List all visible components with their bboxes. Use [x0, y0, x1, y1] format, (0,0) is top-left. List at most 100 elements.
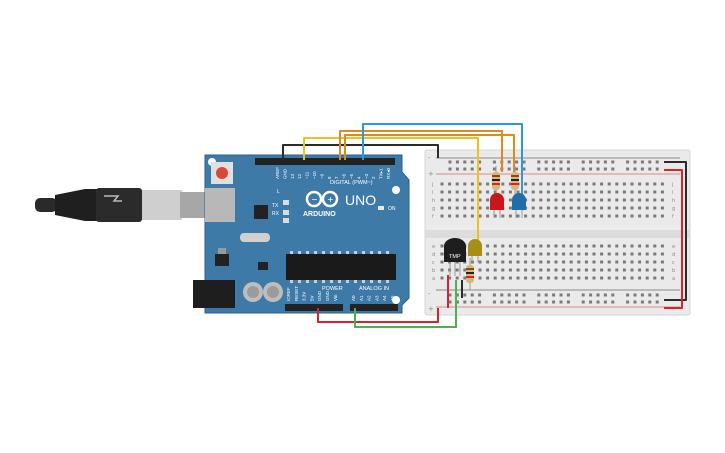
breadboard-hole[interactable]	[600, 276, 604, 280]
breadboard-hole[interactable]	[537, 300, 541, 304]
breadboard-hole[interactable]	[508, 276, 512, 280]
breadboard-hole[interactable]	[562, 190, 566, 194]
breadboard-hole[interactable]	[626, 300, 630, 304]
breadboard-hole[interactable]	[463, 276, 467, 280]
breadboard-hole[interactable]	[440, 252, 444, 256]
breadboard-hole[interactable]	[584, 182, 588, 186]
power-jack[interactable]	[193, 280, 235, 308]
breadboard-hole[interactable]	[486, 276, 490, 280]
breadboard-hole[interactable]	[515, 167, 519, 171]
breadboard-hole[interactable]	[559, 300, 563, 304]
breadboard-hole[interactable]	[653, 206, 657, 210]
breadboard-hole[interactable]	[522, 300, 526, 304]
breadboard-hole[interactable]	[501, 190, 505, 194]
breadboard-hole[interactable]	[630, 252, 634, 256]
breadboard-hole[interactable]	[539, 268, 543, 272]
breadboard-hole[interactable]	[493, 214, 497, 218]
breadboard-hole[interactable]	[648, 293, 652, 297]
breadboard-hole[interactable]	[640, 293, 644, 297]
breadboard-hole[interactable]	[493, 252, 497, 256]
breadboard-hole[interactable]	[581, 300, 585, 304]
breadboard-hole[interactable]	[440, 244, 444, 248]
breadboard-hole[interactable]	[638, 252, 642, 256]
breadboard-hole[interactable]	[552, 293, 556, 297]
breadboard-hole[interactable]	[645, 206, 649, 210]
breadboard-hole[interactable]	[448, 206, 452, 210]
breadboard-hole[interactable]	[470, 167, 474, 171]
breadboard-hole[interactable]	[660, 268, 664, 272]
breadboard-hole[interactable]	[596, 167, 600, 171]
breadboard-hole[interactable]	[584, 268, 588, 272]
breadboard-hole[interactable]	[607, 206, 611, 210]
breadboard-hole[interactable]	[440, 190, 444, 194]
breadboard-hole[interactable]	[486, 244, 490, 248]
breadboard-hole[interactable]	[569, 198, 573, 202]
breadboard-hole[interactable]	[638, 276, 642, 280]
breadboard-hole[interactable]	[478, 260, 482, 264]
breadboard-hole[interactable]	[607, 268, 611, 272]
breadboard-hole[interactable]	[478, 182, 482, 186]
breadboard-hole[interactable]	[522, 167, 526, 171]
breadboard-hole[interactable]	[566, 300, 570, 304]
breadboard-hole[interactable]	[615, 268, 619, 272]
breadboard-hole[interactable]	[455, 214, 459, 218]
breadboard-hole[interactable]	[531, 198, 535, 202]
breadboard-hole[interactable]	[440, 214, 444, 218]
breadboard-hole[interactable]	[645, 244, 649, 248]
breadboard-hole[interactable]	[539, 198, 543, 202]
breadboard-hole[interactable]	[463, 190, 467, 194]
breadboard-hole[interactable]	[470, 214, 474, 218]
breadboard-hole[interactable]	[440, 182, 444, 186]
breadboard-hole[interactable]	[615, 244, 619, 248]
breadboard-hole[interactable]	[569, 260, 573, 264]
breadboard-hole[interactable]	[554, 244, 558, 248]
breadboard-hole[interactable]	[648, 300, 652, 304]
breadboard-hole[interactable]	[508, 214, 512, 218]
breadboard-hole[interactable]	[440, 206, 444, 210]
breadboard-hole[interactable]	[622, 268, 626, 272]
breadboard-hole[interactable]	[524, 244, 528, 248]
breadboard-hole[interactable]	[470, 206, 474, 210]
breadboard-hole[interactable]	[615, 214, 619, 218]
breadboard-hole[interactable]	[607, 190, 611, 194]
breadboard-hole[interactable]	[493, 244, 497, 248]
breadboard-hole[interactable]	[600, 268, 604, 272]
breadboard-hole[interactable]	[600, 244, 604, 248]
breadboard-hole[interactable]	[577, 182, 581, 186]
breadboard-hole[interactable]	[577, 260, 581, 264]
breadboard-hole[interactable]	[569, 182, 573, 186]
breadboard-hole[interactable]	[539, 190, 543, 194]
breadboard-hole[interactable]	[592, 260, 596, 264]
breadboard-hole[interactable]	[448, 160, 452, 164]
breadboard-hole[interactable]	[554, 276, 558, 280]
breadboard-hole[interactable]	[615, 252, 619, 256]
breadboard-hole[interactable]	[448, 198, 452, 202]
breadboard-hole[interactable]	[501, 268, 505, 272]
breadboard-hole[interactable]	[455, 190, 459, 194]
breadboard-hole[interactable]	[577, 190, 581, 194]
breadboard-hole[interactable]	[648, 160, 652, 164]
arduino-uno-board[interactable]: ON L TX RX − + ARDUINO UNO DIGITAL (PWM~…	[193, 154, 410, 314]
breadboard-hole[interactable]	[607, 244, 611, 248]
breadboard-hole[interactable]	[546, 190, 550, 194]
breadboard-hole[interactable]	[546, 214, 550, 218]
breadboard-hole[interactable]	[500, 300, 504, 304]
breadboard-hole[interactable]	[448, 167, 452, 171]
breadboard-hole[interactable]	[546, 244, 550, 248]
breadboard-hole[interactable]	[648, 167, 652, 171]
breadboard-hole[interactable]	[463, 198, 467, 202]
breadboard-hole[interactable]	[615, 198, 619, 202]
breadboard-hole[interactable]	[660, 244, 664, 248]
breadboard-hole[interactable]	[645, 260, 649, 264]
breadboard-hole[interactable]	[544, 293, 548, 297]
breadboard-hole[interactable]	[645, 276, 649, 280]
breadboard-hole[interactable]	[577, 268, 581, 272]
breadboard-hole[interactable]	[592, 214, 596, 218]
breadboard-hole[interactable]	[554, 190, 558, 194]
breadboard-hole[interactable]	[600, 252, 604, 256]
breadboard-hole[interactable]	[478, 268, 482, 272]
breadboard-hole[interactable]	[470, 160, 474, 164]
breadboard-hole[interactable]	[546, 198, 550, 202]
breadboard-hole[interactable]	[645, 182, 649, 186]
breadboard-hole[interactable]	[562, 268, 566, 272]
